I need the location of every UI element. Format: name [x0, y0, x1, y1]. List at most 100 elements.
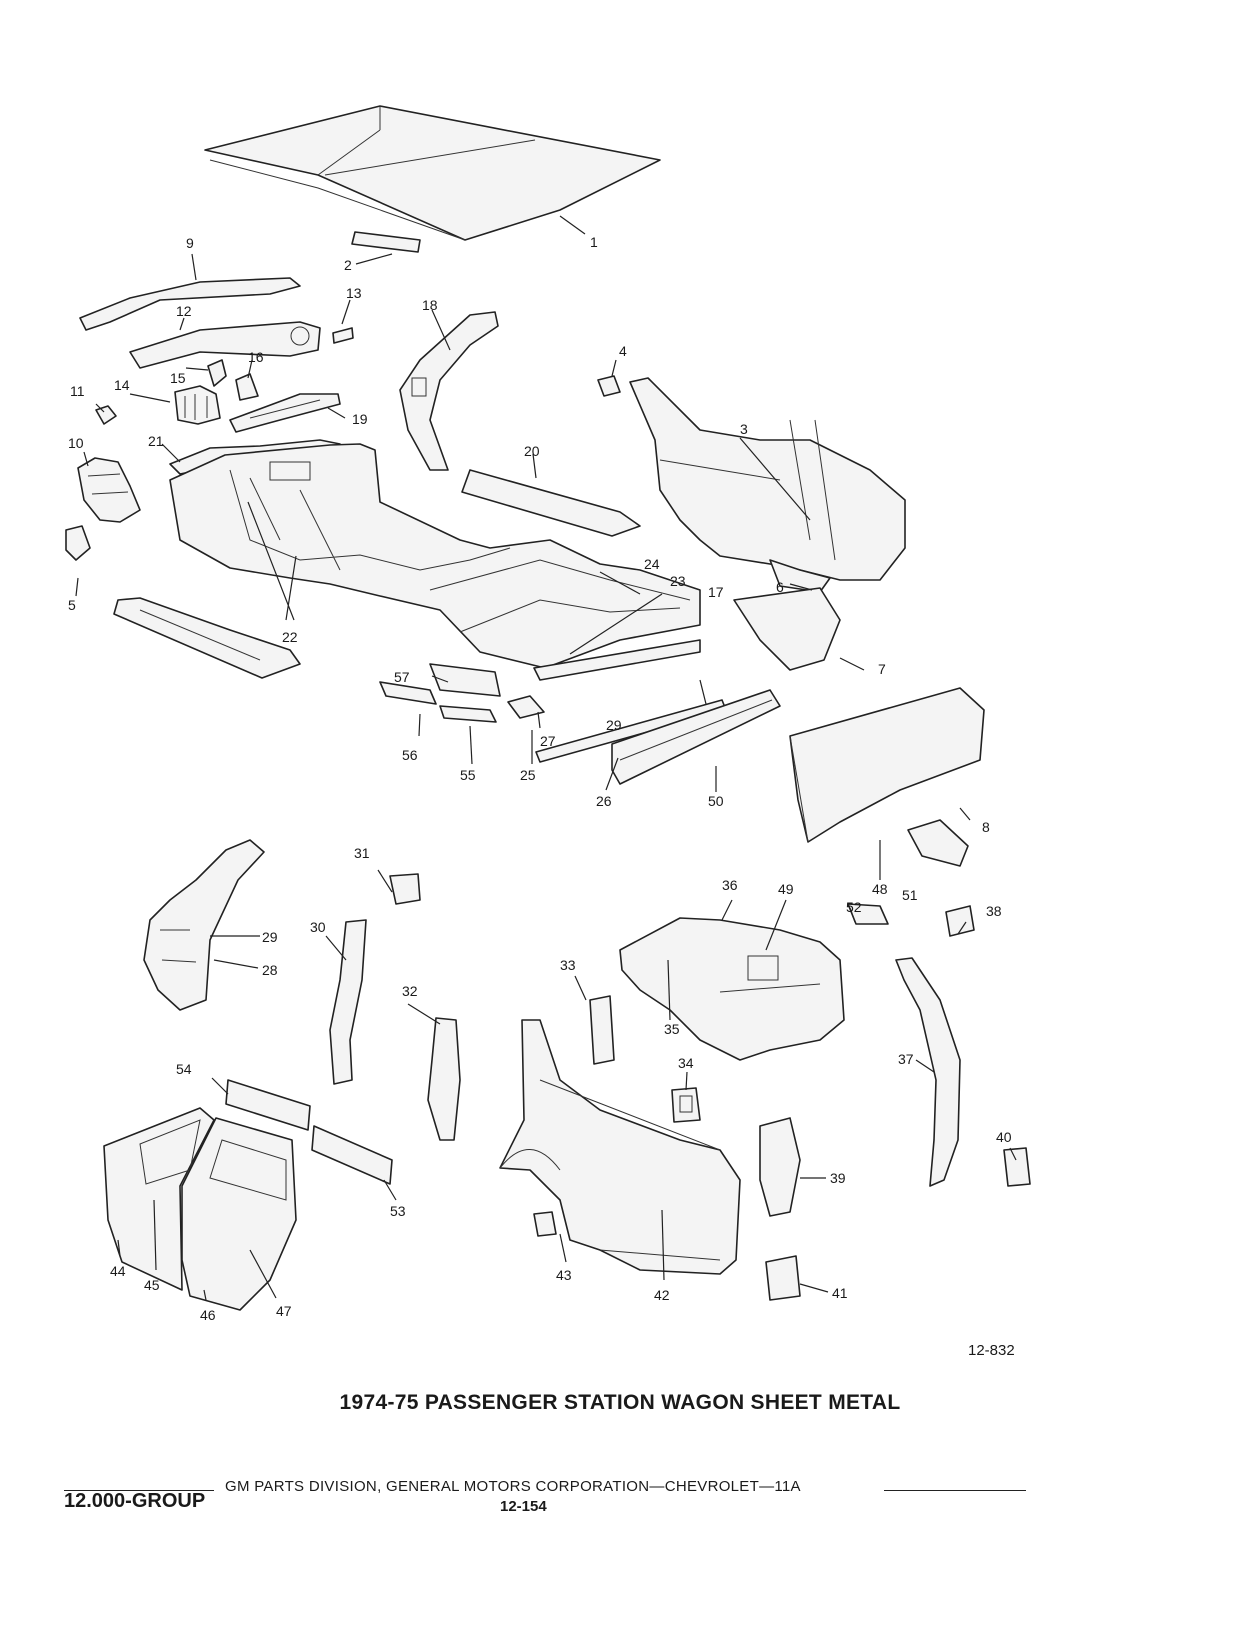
footer-rule-right	[884, 1490, 1026, 1491]
part-16	[235, 373, 259, 401]
callout-26: 26	[596, 793, 612, 809]
callout-14: 14	[114, 377, 130, 393]
callout-32: 32	[402, 983, 418, 999]
callout-28: 28	[262, 962, 278, 978]
part-29-floor-rear	[533, 639, 701, 681]
callout-27: 27	[540, 733, 556, 749]
callout-4: 4	[619, 343, 627, 359]
callout-21: 21	[148, 433, 164, 449]
callout-25: 25	[520, 767, 536, 783]
callout-24: 24	[644, 556, 660, 572]
part-20-roof-bow	[461, 469, 641, 537]
callout-11: 11	[70, 383, 85, 399]
part-roof-panel	[204, 105, 661, 241]
part-39	[759, 1117, 801, 1217]
part-11	[95, 405, 117, 425]
callout-29a: 29	[606, 717, 622, 733]
callout-22a: 22	[282, 629, 298, 645]
part-57	[429, 663, 501, 697]
part-32	[427, 1017, 461, 1141]
callout-20: 20	[524, 443, 540, 459]
callout-8: 8	[982, 819, 990, 835]
callout-50: 50	[708, 793, 724, 809]
part-cowl-upper	[79, 277, 301, 331]
part-56	[379, 681, 437, 705]
callout-9: 9	[186, 235, 194, 251]
part-40	[1003, 1147, 1031, 1187]
callout-18: 18	[422, 297, 438, 313]
callout-15: 15	[170, 370, 186, 386]
part-25	[507, 695, 545, 719]
leader-lines	[75, 215, 1017, 1301]
callout-16: 16	[248, 349, 264, 365]
part-35-quarter-panel	[619, 917, 845, 1061]
callout-5: 5	[68, 597, 76, 613]
part-18-windshield-pillar	[399, 311, 499, 471]
callout-56: 56	[402, 747, 418, 763]
callout-49: 49	[778, 881, 794, 897]
callout-36: 36	[722, 877, 738, 893]
callout-33: 33	[560, 957, 576, 973]
callout-35: 35	[664, 1021, 680, 1037]
diagram-title: 1974-75 PASSENGER STATION WAGON SHEET ME…	[339, 1391, 901, 1414]
part-42-quarter-outer	[499, 1019, 741, 1275]
callout-40: 40	[996, 1129, 1012, 1145]
callout-38: 38	[986, 903, 1002, 919]
callout-54: 54	[176, 1061, 192, 1077]
part-15	[207, 359, 227, 387]
part-5	[65, 525, 91, 561]
callout-42: 42	[654, 1287, 670, 1303]
callout-55: 55	[460, 767, 476, 783]
part-31	[389, 873, 421, 905]
part-8-tailgate	[789, 687, 985, 843]
part-rear-door	[181, 1117, 297, 1311]
callout-46: 46	[200, 1307, 216, 1323]
callout-17: 17	[708, 584, 724, 600]
part-roof-header	[351, 231, 421, 253]
part-6-wheelhouse	[769, 559, 831, 593]
callout-23: 23	[670, 573, 686, 589]
callout-47: 47	[276, 1303, 292, 1319]
part-10-hinge-pillar	[77, 457, 141, 523]
callout-34: 34	[678, 1055, 694, 1071]
part-19-dash-panel	[229, 393, 341, 433]
part-41	[765, 1255, 801, 1301]
callout-6: 6	[776, 579, 784, 595]
part-14-bracket	[174, 385, 221, 425]
callout-51: 51	[902, 887, 918, 903]
part-51	[907, 819, 969, 867]
part-50-rocker-reinforcement	[611, 689, 781, 785]
page-number: 12-154	[500, 1498, 547, 1515]
callout-53: 53	[390, 1203, 406, 1219]
figure-id: 12-832	[968, 1342, 1015, 1359]
part-54-molding	[225, 1079, 311, 1131]
callout-1: 1	[590, 234, 598, 250]
callout-10: 10	[68, 435, 84, 451]
part-3-quarter-inner	[629, 377, 906, 581]
part-38	[945, 905, 975, 937]
callout-44: 44	[110, 1263, 126, 1279]
part-floor-pan-assembly	[169, 443, 701, 669]
callout-41: 41	[832, 1285, 848, 1301]
part-rocker-panel-left	[113, 597, 301, 679]
callout-labels: 1 2 3 4 5 6 7 8 9 10 11 12 13 14 15 16 1…	[68, 234, 1012, 1323]
part-37-rear-pillar	[895, 957, 961, 1187]
part-13	[332, 327, 354, 344]
callout-12: 12	[176, 303, 192, 319]
part-55	[439, 705, 497, 723]
part-4	[597, 375, 621, 397]
callout-19: 19	[352, 411, 368, 427]
callout-2: 2	[344, 257, 352, 273]
callout-57: 57	[394, 669, 410, 685]
group-number: 12.000-GROUP	[64, 1490, 206, 1512]
callout-52: 52	[846, 899, 862, 915]
footer-rule-left	[64, 1490, 214, 1491]
part-33	[589, 995, 615, 1065]
part-7-wheelhouse-outer	[733, 587, 841, 671]
callout-45: 45	[144, 1277, 160, 1293]
callout-37: 37	[898, 1051, 914, 1067]
callout-3: 3	[740, 421, 748, 437]
part-34	[671, 1087, 701, 1123]
